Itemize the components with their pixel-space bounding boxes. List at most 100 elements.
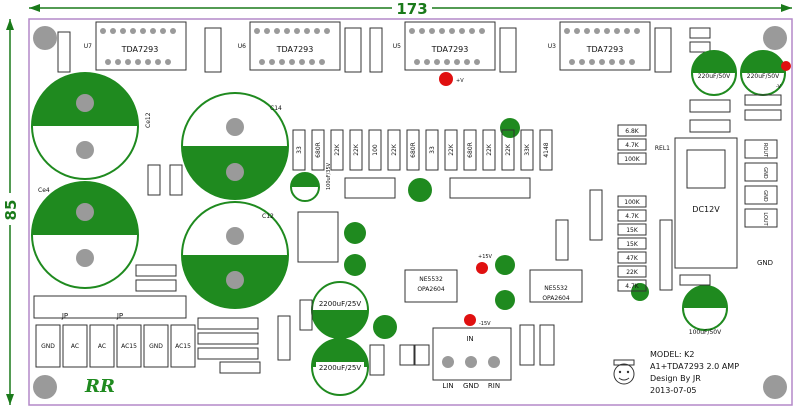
output-terminals: ROUT GND GND LOUT [744, 139, 778, 228]
svg-text:A1+TDA7293 2.0 AMP: A1+TDA7293 2.0 AMP [650, 362, 739, 371]
svg-text:-V: -V [776, 84, 782, 90]
gnd-label: GND [757, 259, 773, 267]
svg-text:4.7K: 4.7K [625, 142, 640, 149]
ic-u7: U7 TDA7293 [84, 21, 187, 71]
testpoint-minus-15v [464, 314, 476, 326]
board-info: MODEL: K2 A1+TDA7293 2.0 AMP Design By J… [650, 350, 739, 395]
svg-text:AC15: AC15 [121, 343, 137, 350]
big-cap-c14: C14 [181, 92, 289, 200]
testpoint-minus-v [781, 61, 791, 71]
width-arrow-left [29, 4, 40, 12]
svg-text:TDA7293: TDA7293 [431, 45, 469, 54]
cap-220uf-b: 220uF/50V [740, 50, 786, 96]
svg-text:GND: GND [149, 343, 163, 350]
svg-text:C14: C14 [270, 105, 282, 112]
misc-silk [135, 94, 782, 376]
input-header: IN LIN GND RIN [432, 327, 512, 390]
svg-text:GND: GND [762, 190, 768, 202]
svg-text:680R: 680R [410, 142, 417, 158]
svg-text:220uF/50V: 220uF/50V [747, 73, 780, 80]
svg-text:680R: 680R [315, 142, 322, 158]
svg-text:6.8K: 6.8K [625, 128, 640, 135]
svg-text:22K: 22K [353, 143, 360, 156]
svg-text:100: 100 [372, 144, 379, 156]
small-green-caps [344, 118, 649, 339]
svg-text:RIN: RIN [488, 382, 500, 390]
mount-hole-bl [33, 375, 57, 399]
top-small-parts [57, 27, 711, 73]
svg-text:680R: 680R [467, 142, 474, 158]
svg-text:GND: GND [463, 382, 479, 390]
svg-text:TDA7293: TDA7293 [586, 45, 624, 54]
svg-text:LOUT: LOUT [762, 212, 768, 226]
svg-text:Design By JR: Design By JR [650, 374, 701, 383]
jp-header: JP JP [33, 295, 187, 320]
resistor-col-right: 6.8K 4.7K 100K 100K 4.7K 15K 15K 47K 22K… [617, 124, 647, 292]
relay: DC12V REL1 [655, 137, 738, 269]
svg-text:22K: 22K [626, 269, 639, 276]
big-cap-c12: C12 [181, 201, 289, 309]
svg-text:2200uF/25V: 2200uF/25V [319, 300, 362, 308]
svg-text:4148: 4148 [543, 142, 550, 157]
height-arrow-bottom [6, 394, 14, 405]
svg-text:15K: 15K [626, 241, 639, 248]
svg-text:DC12V: DC12V [692, 205, 720, 214]
big-cap-ce12: Ce12 [31, 72, 152, 180]
cap-100uf-35v: 100uF/35V [290, 162, 332, 202]
svg-text:22K: 22K [505, 143, 512, 156]
resistor-row-top: 33 680R 22K 22K 100 22K 680R 33 22K 680R… [292, 129, 553, 171]
svg-text:100uF/50V: 100uF/50V [689, 329, 722, 336]
svg-text:TDA7293: TDA7293 [121, 45, 159, 54]
board-outline [28, 18, 793, 406]
ic-u5: U5 TDA7293 [393, 21, 496, 71]
width-arrow-right [781, 4, 792, 12]
cap-100uf-50v: 100uF/50V [682, 285, 728, 336]
svg-text:U6: U6 [238, 43, 246, 50]
svg-text:4.7K: 4.7K [625, 283, 640, 290]
cap-2200uf-b: 2200uF/25V [311, 338, 369, 396]
mount-hole-tl [33, 26, 57, 50]
svg-text:22K: 22K [486, 143, 493, 156]
svg-text:IN: IN [466, 335, 473, 343]
svg-text:OPA2604: OPA2604 [542, 295, 570, 302]
svg-text:33: 33 [296, 146, 303, 154]
width-dim-label: 173 [396, 0, 427, 18]
svg-text:OPA2604: OPA2604 [417, 286, 445, 293]
svg-text:+15V: +15V [478, 254, 493, 260]
svg-text:GND: GND [41, 343, 55, 350]
chip-opamp-right: NE5532 OPA2604 [529, 269, 583, 303]
ic-u6: U6 TDA7293 [238, 21, 341, 71]
svg-text:JP: JP [116, 312, 123, 320]
svg-text:U7: U7 [84, 43, 92, 50]
svg-text:AC15: AC15 [175, 343, 191, 350]
svg-text:2013-07-05: 2013-07-05 [650, 386, 697, 395]
big-cap-ce4: Ce4 [31, 181, 139, 289]
svg-text:MODEL: K2: MODEL: K2 [650, 350, 694, 359]
svg-text:REL1: REL1 [655, 145, 670, 152]
svg-text:100K: 100K [624, 156, 640, 163]
svg-text:100K: 100K [624, 199, 640, 206]
svg-text:LIN: LIN [442, 382, 453, 390]
mount-hole-tr [763, 26, 787, 50]
svg-text:AC: AC [98, 343, 106, 350]
svg-text:TDA7293: TDA7293 [276, 45, 314, 54]
svg-text:47K: 47K [626, 255, 639, 262]
power-terminals: GND AC AC AC15 GND AC15 [35, 324, 196, 368]
svg-text:22K: 22K [334, 143, 341, 156]
svg-text:-15V: -15V [479, 321, 491, 327]
testpoint-plus-v [439, 72, 453, 86]
svg-text:100uF/35V: 100uF/35V [326, 162, 332, 190]
smiley-icon [613, 359, 635, 385]
svg-text:33K: 33K [524, 143, 531, 156]
svg-text:4.7K: 4.7K [625, 213, 640, 220]
svg-text:Ce12: Ce12 [145, 112, 152, 128]
svg-text:Ce4: Ce4 [38, 187, 50, 194]
rr-logo: RR [84, 376, 115, 397]
svg-text:AC: AC [71, 343, 79, 350]
svg-text:22K: 22K [448, 143, 455, 156]
svg-text:C12: C12 [262, 213, 274, 220]
height-dim-label: 85 [2, 200, 20, 221]
mount-hole-br [763, 375, 787, 399]
height-arrow-top [6, 19, 14, 30]
svg-text:U3: U3 [548, 43, 556, 50]
